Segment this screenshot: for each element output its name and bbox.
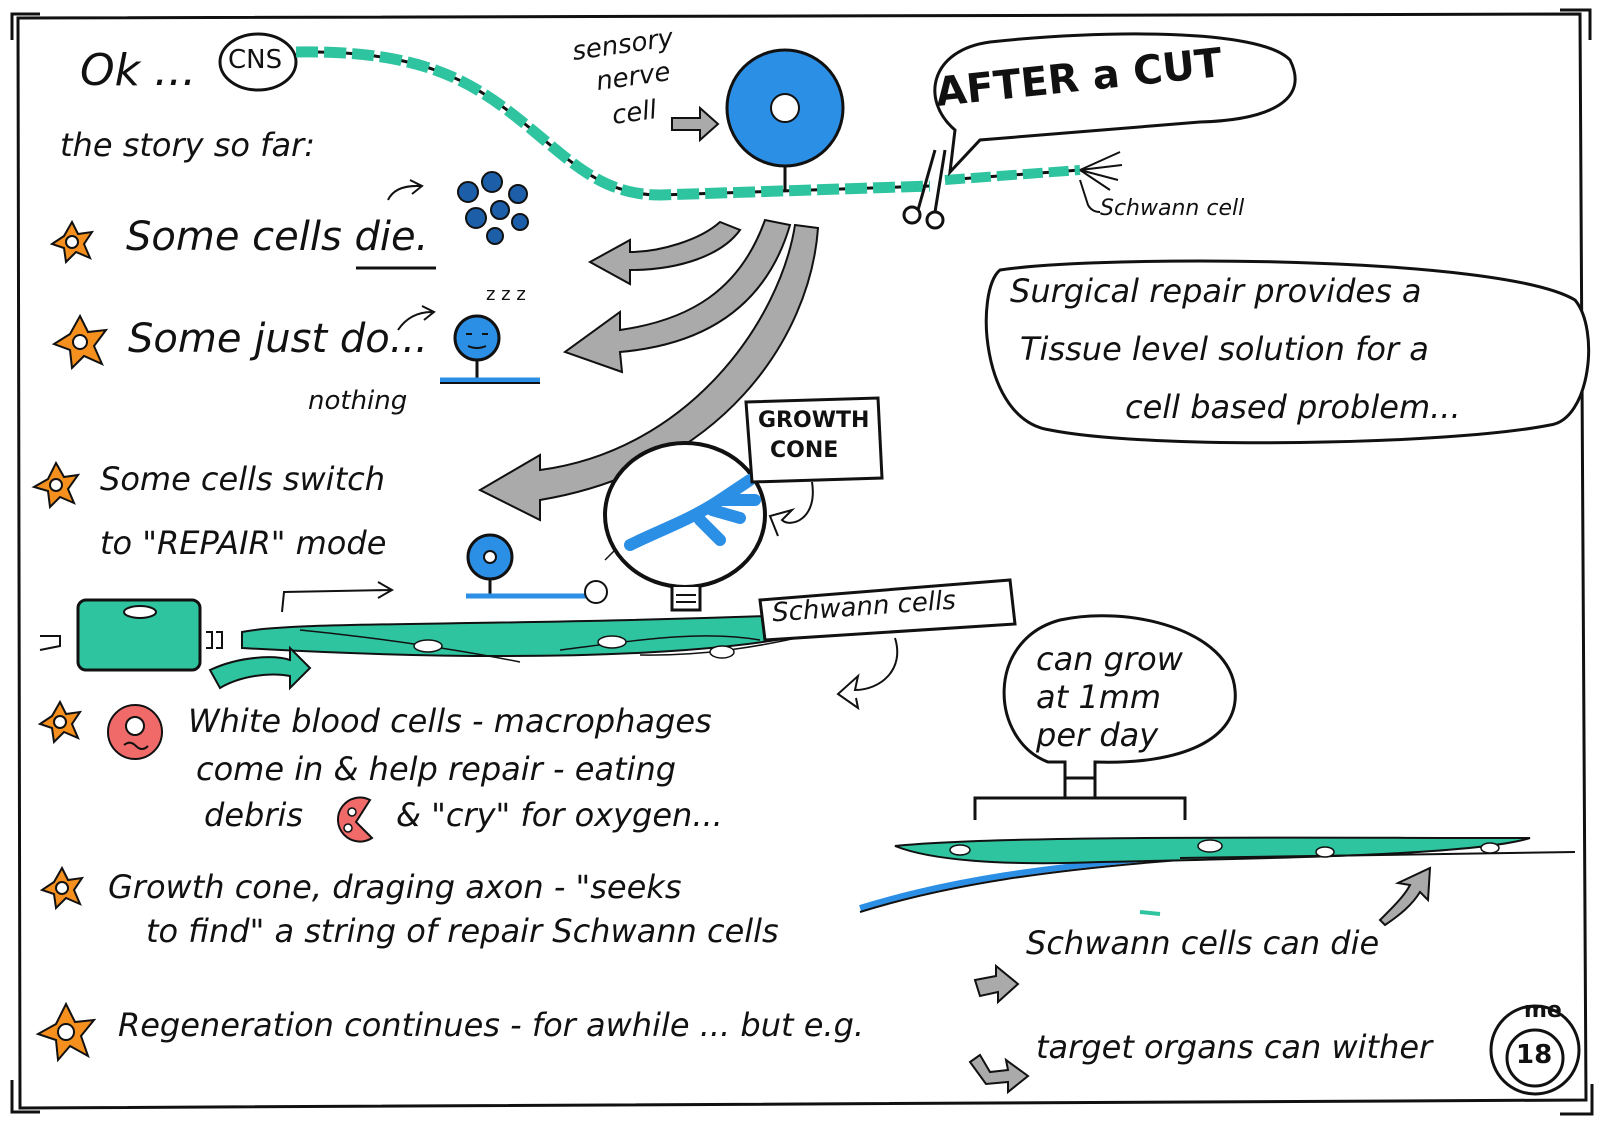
band-nucleus [709, 645, 735, 659]
macrophage-nucleus [125, 716, 145, 736]
grow-rate-bracket-tab [1063, 776, 1097, 798]
magnifier-icon [603, 441, 767, 612]
repair-cell-nucleus [483, 550, 497, 564]
surgical-callout-bubble [984, 259, 1591, 445]
band-nucleus [413, 639, 443, 653]
direction-arrow [281, 581, 395, 613]
bullet-macrophage-line-2: come in & help repair - eating [196, 750, 677, 788]
bullet-star-icon [31, 460, 81, 510]
gray-arrow-die [587, 220, 742, 286]
myelin-segments [295, 46, 931, 201]
frame-corner [10, 8, 1594, 1116]
nerve-ending [1079, 151, 1123, 191]
sleeping-cell-icon [453, 314, 501, 362]
intro-ok: Ok ... [80, 45, 197, 96]
surgical-line-1: Surgical repair provides a [1010, 272, 1422, 310]
regen-nucleus [1197, 839, 1223, 853]
debris-dot [343, 823, 353, 833]
bullet-regeneration: Regeneration continues - for awhile ... … [118, 1006, 865, 1044]
schwann-cells-arrow [836, 637, 899, 711]
bullet-macrophage-line-3: debris [204, 796, 304, 834]
sensory-arrow [671, 105, 720, 143]
grow-rate-line-2: at 1mm [1036, 678, 1162, 716]
schwann-cells-box [758, 578, 1017, 642]
bullet-growth-line-1: Growth cone, draging axon - "seeks [108, 868, 682, 906]
signature-badge-inner [1505, 1028, 1565, 1088]
scissors-icon [902, 149, 947, 230]
bullet-repair-line-2: to "REPAIR" mode [100, 524, 387, 562]
grow-rate-line-1: can grow [1036, 640, 1183, 678]
cns-bubble [218, 32, 298, 92]
sensory-label-line: cell [610, 95, 659, 131]
growth-cone-arrow [768, 481, 814, 537]
sleeping-face [466, 333, 488, 349]
signature-badge [1489, 1004, 1581, 1096]
gray-up-arrow [1378, 866, 1432, 927]
schwann-cell-block [76, 598, 202, 672]
regen-nucleus [1315, 846, 1335, 858]
regen-nucleus [1480, 842, 1500, 854]
dying-cells-icon [457, 171, 529, 245]
outcome-arrow-2 [968, 1053, 1030, 1095]
signature-number: 18 [1516, 1040, 1553, 1070]
regen-nucleus [949, 844, 971, 856]
macrophage-squiggle [123, 741, 149, 750]
gray-arrow-nothing [562, 218, 792, 374]
die-arrow [387, 179, 424, 201]
grow-rate-line-3: per day [1036, 716, 1159, 754]
sensory-cell-nucleus [770, 93, 800, 123]
eating-macrophage-icon [337, 796, 374, 843]
growth-cone-label-line: GROWTH [758, 408, 870, 433]
bullet-macrophage-line-1: White blood cells - macrophages [188, 702, 712, 740]
zzz-icon: z z z [486, 284, 526, 305]
cns-label: CNS [228, 45, 283, 75]
bullet-growth-line-2: to find" a string of repair Schwann cell… [146, 912, 779, 950]
growth-cone-tip [584, 580, 608, 604]
regen-axon-distal [1179, 851, 1576, 859]
schwann-pointer [1079, 179, 1101, 213]
bullet-macrophage-line-4: & "cry" for oxygen... [396, 796, 723, 834]
grow-rate-bubble [1002, 614, 1237, 780]
nothing-arrow [397, 305, 436, 331]
page-frame [16, 12, 1588, 1110]
bullet-star-icon [51, 313, 109, 371]
bullet-star-icon [35, 1001, 97, 1063]
schwann-cell-label: Schwann cell [1100, 196, 1245, 221]
schwann-block-nucleus [123, 605, 157, 619]
surgical-line-2: Tissue level solution for a [1020, 330, 1429, 368]
surgical-line-3: cell based problem... [1125, 388, 1461, 426]
teal-fleck [1139, 910, 1161, 916]
outcome-arrow-1 [973, 963, 1020, 1005]
band-nucleus [597, 635, 627, 649]
debris-dot [347, 807, 357, 817]
bullet-star-icon [49, 219, 95, 265]
story-so-far: the story so far: [60, 126, 315, 164]
magnifier-guide-line [604, 549, 616, 561]
bullet-die: Some cells die. [126, 214, 429, 260]
grow-rate-bracket [973, 796, 1187, 820]
outcome-organs-wither: target organs can wither [1036, 1028, 1433, 1066]
growth-cone-box [744, 396, 884, 484]
after-cut-bubble [933, 32, 1297, 177]
regenerating-axon-outline [859, 859, 1181, 913]
outcome-schwann-die: Schwann cells can die [1026, 924, 1380, 962]
signature-initials: me [1524, 998, 1562, 1023]
bullet-repair-line-1: Some cells switch [100, 460, 385, 498]
growth-cone-label-line: CONE [770, 438, 839, 463]
block-bracket [39, 631, 223, 651]
teal-arrow [208, 645, 312, 691]
bullet-star-icon [37, 699, 83, 745]
nothing-label: nothing [308, 386, 408, 416]
myelin-distal [944, 165, 1081, 185]
bullet-star-icon [39, 865, 85, 911]
bullet-nothing: Some just do... [128, 316, 428, 362]
